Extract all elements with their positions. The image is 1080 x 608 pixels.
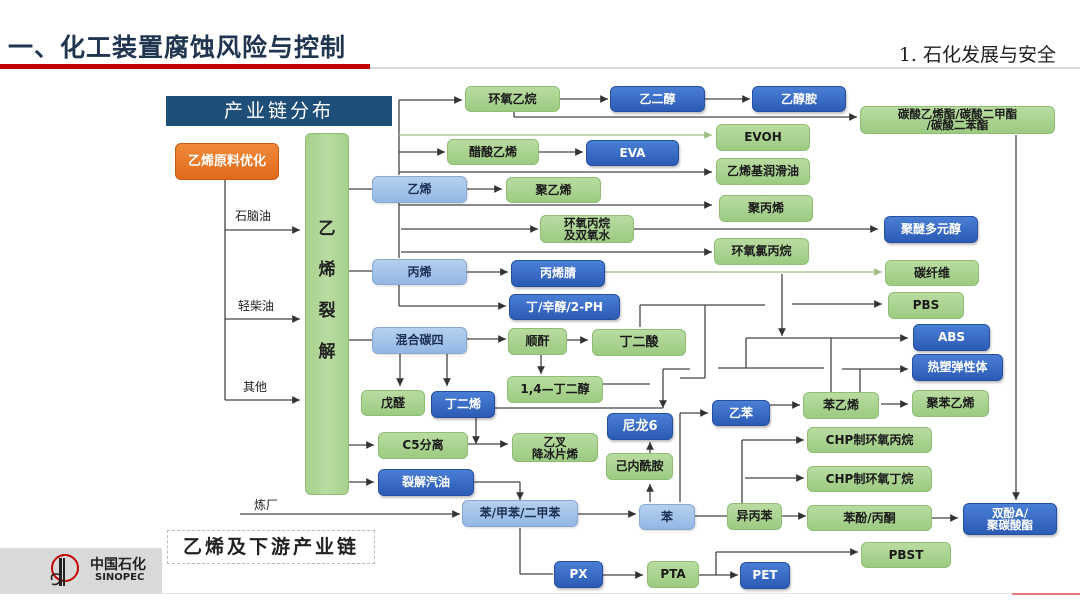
node-maleic-anhydride: 顺酐: [508, 328, 567, 355]
node-propylene-oxide-h2o2: 环氧丙烷 及双氧水: [540, 215, 634, 243]
diagram-caption: 乙烯及下游产业链: [167, 530, 375, 564]
node-pyrolysis-gasoline: 裂解汽油: [378, 469, 474, 496]
section-label: 1. 石化发展与安全: [898, 44, 1056, 66]
node-evoh: EVOH: [716, 124, 810, 151]
node-polystyrene: 聚苯乙烯: [912, 390, 989, 417]
node-mixed-c4: 混合碳四: [372, 327, 467, 354]
node-nylon6: 尼龙6: [607, 413, 673, 440]
node-succinic-acid: 丁二酸: [592, 329, 686, 356]
node-polyethylene: 聚乙烯: [506, 177, 601, 203]
node-px: PX: [554, 561, 603, 588]
node-bdo: 1,4—丁二醇: [507, 376, 603, 403]
node-btx: 苯/甲苯/二甲苯: [462, 500, 578, 527]
cracker-char: 乙: [318, 219, 336, 239]
node-carbon-fiber: 碳纤维: [885, 260, 979, 286]
node-feedstock-optimization: 乙烯原料优化: [175, 143, 279, 180]
node-c5-separation: C5分离: [378, 432, 468, 459]
node-cumene: 异丙苯: [727, 503, 782, 530]
header-divider: [370, 67, 1080, 69]
node-carbonates: 碳酸乙烯酯/碳酸二甲酯 /碳酸二苯酯: [860, 106, 1055, 134]
node-ethylene-glycol: 乙二醇: [610, 86, 705, 112]
node-bpa-polycarbonate: 双酚A/ 聚碳酸酯: [963, 503, 1057, 535]
footer-logo-panel: [0, 548, 162, 594]
logo-text-cn: 中国石化: [90, 557, 146, 573]
feed-label-other: 其他: [243, 380, 268, 394]
node-ethylidene-norbornene: 乙叉 降冰片烯: [512, 433, 598, 462]
page-title: 一、化工装置腐蚀风险与控制: [8, 33, 347, 62]
node-ethylene: 乙烯: [372, 176, 467, 203]
title-underline: [0, 64, 370, 69]
node-ethylene-oxide: 环氧乙烷: [465, 86, 560, 112]
footer-divider: [162, 593, 1080, 594]
node-ethanolamine: 乙醇胺: [752, 86, 846, 112]
node-pbs: PBS: [888, 292, 964, 319]
node-lube-oil: 乙烯基润滑油: [716, 158, 810, 185]
feed-label-light-diesel: 轻柴油: [238, 299, 275, 313]
cracker-char: 解: [318, 342, 336, 362]
feed-label-naphtha: 石脑油: [235, 209, 272, 223]
node-benzene: 苯: [639, 504, 695, 530]
sinopec-logo-icon: [50, 554, 79, 586]
node-caprolactam: 己内酰胺: [606, 453, 673, 480]
node-polyether-polyol: 聚醚多元醇: [884, 216, 978, 243]
logo-text-en: SINOPEC: [95, 572, 145, 583]
node-abs: ABS: [913, 324, 990, 351]
footer-accent: [1012, 593, 1080, 595]
node-butanol-octanol-2ph: 丁/辛醇/2-PH: [509, 294, 620, 320]
diagram-heading: 产业链分布: [166, 96, 392, 126]
node-butadiene: 丁二烯: [431, 391, 495, 418]
node-styrene: 苯乙烯: [803, 392, 879, 419]
refinery-label: 炼厂: [254, 498, 279, 512]
node-pbst: PBST: [861, 542, 951, 568]
node-eva: EVA: [586, 140, 679, 166]
node-propylene: 丙烯: [372, 259, 467, 285]
node-chp-butylene-oxide: CHP制环氧丁烷: [807, 466, 932, 492]
node-pta: PTA: [647, 561, 699, 588]
node-polypropylene: 聚丙烯: [719, 195, 813, 222]
node-thermoplastic-elastomer: 热塑弹性体: [912, 354, 1003, 381]
node-epichlorohydrin: 环氧氯丙烷: [714, 238, 809, 265]
node-ethylene-cracker: 乙 烯 裂 解: [305, 133, 349, 495]
node-phenol-acetone: 苯酚/丙酮: [807, 505, 932, 531]
cracker-char: 烯: [318, 260, 336, 280]
node-pet: PET: [740, 562, 790, 589]
node-chp-propylene-oxide: CHP制环氧丙烷: [807, 427, 932, 453]
node-acrylonitrile: 丙烯腈: [511, 260, 605, 287]
node-pentanal: 戊醛: [361, 390, 425, 416]
node-ethylbenzene: 乙苯: [712, 400, 770, 426]
cracker-char: 裂: [318, 301, 336, 321]
node-vinyl-acetate: 醋酸乙烯: [447, 139, 539, 165]
